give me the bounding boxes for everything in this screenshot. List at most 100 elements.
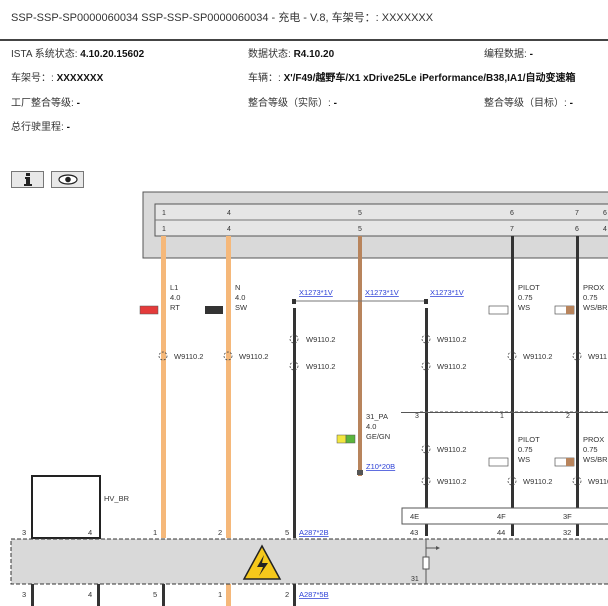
pin-b-44: 44: [497, 528, 505, 537]
wire-prox: [576, 236, 579, 536]
prox-top-name: PROX: [583, 283, 604, 292]
pin-b-32: 32: [563, 528, 571, 537]
pin-top-row1-1: 1: [162, 210, 166, 217]
l1-name: L1: [170, 283, 178, 292]
swatch-black: [205, 306, 223, 314]
splice-2: W9110.2: [437, 335, 466, 344]
pin-top-row1-5: 5: [358, 210, 362, 217]
swatch-red: [139, 305, 159, 315]
prox-bot-size: 0.75: [583, 445, 598, 454]
wire-n: [226, 236, 231, 538]
l1-size: 4.0: [170, 293, 180, 302]
splice-8: W9110.2: [437, 445, 466, 454]
info-icon: [23, 173, 32, 186]
pin-b-3: 3: [22, 528, 26, 537]
pin-top-row2-7: 7: [510, 226, 514, 233]
pilot-bot-size: 0.75: [518, 445, 533, 454]
pin-b-4: 4: [88, 528, 92, 537]
splice-3: W9110.2: [174, 352, 203, 361]
link-x1273-1[interactable]: X1273*1V: [299, 288, 333, 297]
splice-11: W9110.2: [588, 477, 608, 486]
splice-5: W9110.2: [306, 362, 335, 371]
prox-top-size: 0.75: [583, 293, 598, 302]
hv-br-label: HV_BR: [104, 494, 130, 503]
link-a287-2b[interactable]: A287*2B: [299, 528, 329, 537]
pin-c-1: 1: [218, 590, 222, 599]
link-x1273-2[interactable]: X1273*1V: [365, 288, 399, 297]
pin-c-4: 4: [88, 590, 92, 599]
pin-b-31: 31: [411, 576, 419, 583]
pin-top-row2-4b: 4: [603, 226, 607, 233]
info-button[interactable]: [11, 171, 44, 188]
pilot-top-size: 0.75: [518, 293, 533, 302]
pin-b-2: 2: [218, 528, 222, 537]
pin-3f: 3F: [563, 512, 572, 521]
ista-status: ISTA 系统状态: 4.10.20.15602: [11, 49, 145, 60]
charging-component[interactable]: [10, 538, 608, 585]
pin-label-1: 1: [500, 413, 504, 420]
actual-level: 整合等级（实际）: -: [248, 98, 337, 109]
mileage: 总行驶里程: -: [11, 122, 70, 133]
pin-top-row1-6: 6: [510, 210, 514, 217]
swatch-white-pilot-bot: [488, 457, 509, 467]
link-x1273-3[interactable]: X1273*1V: [430, 288, 464, 297]
wiring-diagram: 1 4 5 6 7 6 1 4 5 7 6 4 L1 4.0 RT N 4.0 …: [10, 191, 608, 606]
pin-c-3: 3: [22, 590, 26, 599]
pin-c-2: 2: [285, 590, 289, 599]
link-z10[interactable]: Z10*20B: [366, 462, 395, 471]
vehicle: 车辆：: X'/F49/越野车/X1 xDrive25Le iPerforman…: [248, 73, 576, 84]
pin-top-row1-6b: 6: [603, 210, 607, 217]
wire-x1273-left: [293, 308, 296, 538]
prox-bot-name: PROX: [583, 435, 604, 444]
pilot-bot-name: PILOT: [518, 435, 540, 444]
prox-top-color: WS/BR: [583, 303, 608, 312]
swatch-white-pilot: [488, 305, 509, 315]
swatch-yellow: [336, 434, 347, 444]
pin-label-2: 2: [566, 413, 570, 420]
pin-top-row2-1: 1: [162, 226, 166, 233]
pin-top-row2-5: 5: [358, 226, 362, 233]
high-voltage-warning-icon: [242, 544, 282, 580]
pin-c-5: 5: [153, 590, 157, 599]
splice-1: W9110.2: [306, 335, 335, 344]
pin-b-43: 43: [410, 528, 418, 537]
factory-level: 工厂整合等级: -: [11, 98, 80, 109]
view-button[interactable]: [51, 171, 84, 188]
pilot-bot-color: WS: [518, 455, 530, 464]
pilot-top-name: PILOT: [518, 283, 540, 292]
pilot-top-color: WS: [518, 303, 530, 312]
pa-name: 31_PA: [366, 412, 388, 421]
prox-bot-color: WS/BR: [583, 455, 608, 464]
header-divider: [0, 39, 608, 41]
splice-7: W9110.2: [523, 352, 552, 361]
pin-top-row1-7: 7: [575, 210, 579, 217]
wire-x1273-right: [425, 308, 428, 536]
pin-4f: 4F: [497, 512, 506, 521]
pin-top-row2-4: 4: [227, 226, 231, 233]
wire-l1: [161, 236, 166, 538]
wire-pa: [358, 236, 362, 476]
data-status: 数据状态: R4.10.20: [248, 49, 335, 60]
target-level: 整合等级（目标）: -: [484, 98, 573, 109]
splice-6: W9110.2: [437, 362, 466, 371]
pin-4e: 4E: [410, 512, 419, 521]
pin-label-3: 3: [415, 413, 419, 420]
n-size: 4.0: [235, 293, 245, 302]
pin-top-row2-6: 6: [575, 226, 579, 233]
wire-n-lower: [226, 584, 231, 606]
link-a287-5b[interactable]: A287*5B: [299, 590, 329, 599]
wire-x1273-left-lower: [293, 584, 296, 606]
pa-size: 4.0: [366, 422, 376, 431]
programming-data: 编程数据: -: [484, 49, 533, 60]
vin: 车架号：: XXXXXXX: [11, 73, 104, 84]
swatch-green: [345, 434, 356, 444]
wire-pilot: [511, 236, 514, 416]
pin-b-1: 1: [153, 528, 157, 537]
n-name: N: [235, 283, 240, 292]
pin-b-5: 5: [285, 528, 289, 537]
pa-color: GE/GN: [366, 432, 390, 441]
n-color: SW: [235, 303, 248, 312]
eye-icon: [57, 174, 78, 185]
splice-9: W9110.2: [437, 477, 466, 486]
hv-br-loop: [31, 475, 101, 539]
